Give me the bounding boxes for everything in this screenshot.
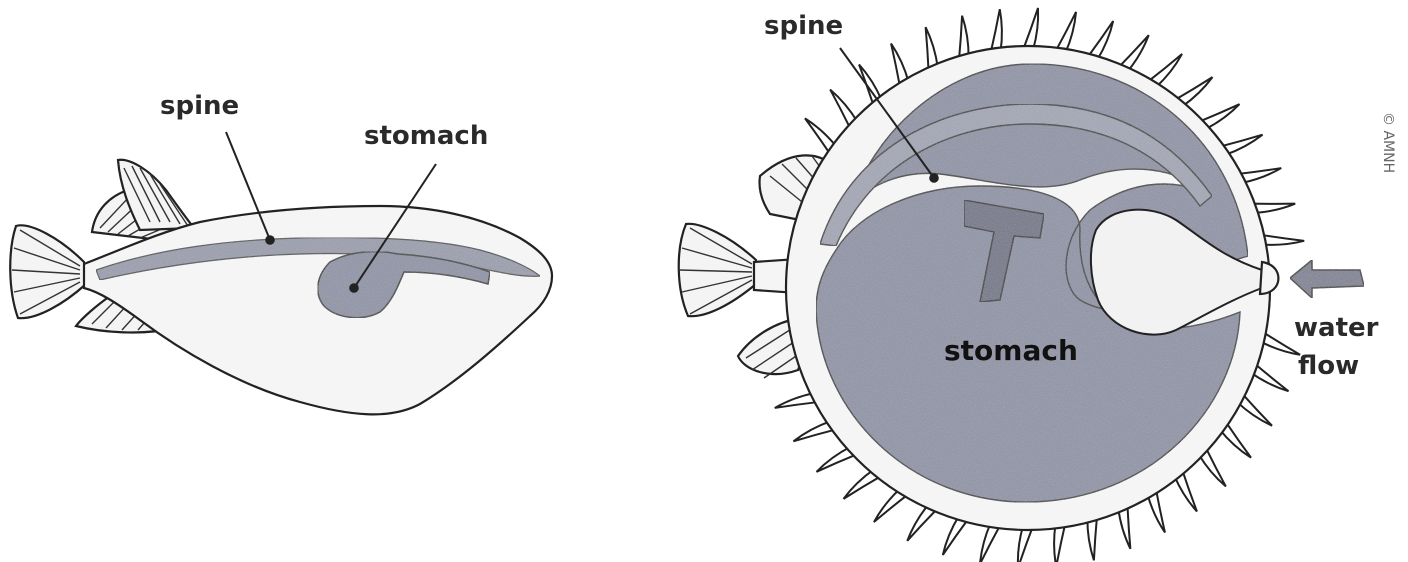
- water-flow-label-line1: water: [1294, 313, 1379, 343]
- spine-label-right: spine: [764, 11, 843, 41]
- body-spine: [1055, 12, 1076, 53]
- deflated-fish: spine stomach: [10, 91, 552, 414]
- water-flow-arrow: [1290, 260, 1364, 298]
- inflated-fish: spine stomach water flow: [679, 8, 1379, 562]
- water-flow-label-line2: flow: [1298, 351, 1359, 381]
- right-tail-fin: [679, 224, 756, 316]
- body-spine: [1023, 8, 1038, 50]
- right-mouth: [1260, 262, 1278, 294]
- body-spine: [991, 9, 1002, 53]
- body-spine: [1018, 526, 1033, 562]
- stomach-label-right: stomach: [944, 334, 1078, 367]
- image-credit: © AMNH: [1380, 112, 1396, 173]
- tail-fin: [10, 225, 86, 318]
- spine-label-left: spine: [160, 91, 239, 121]
- stomach-label-left: stomach: [364, 121, 488, 151]
